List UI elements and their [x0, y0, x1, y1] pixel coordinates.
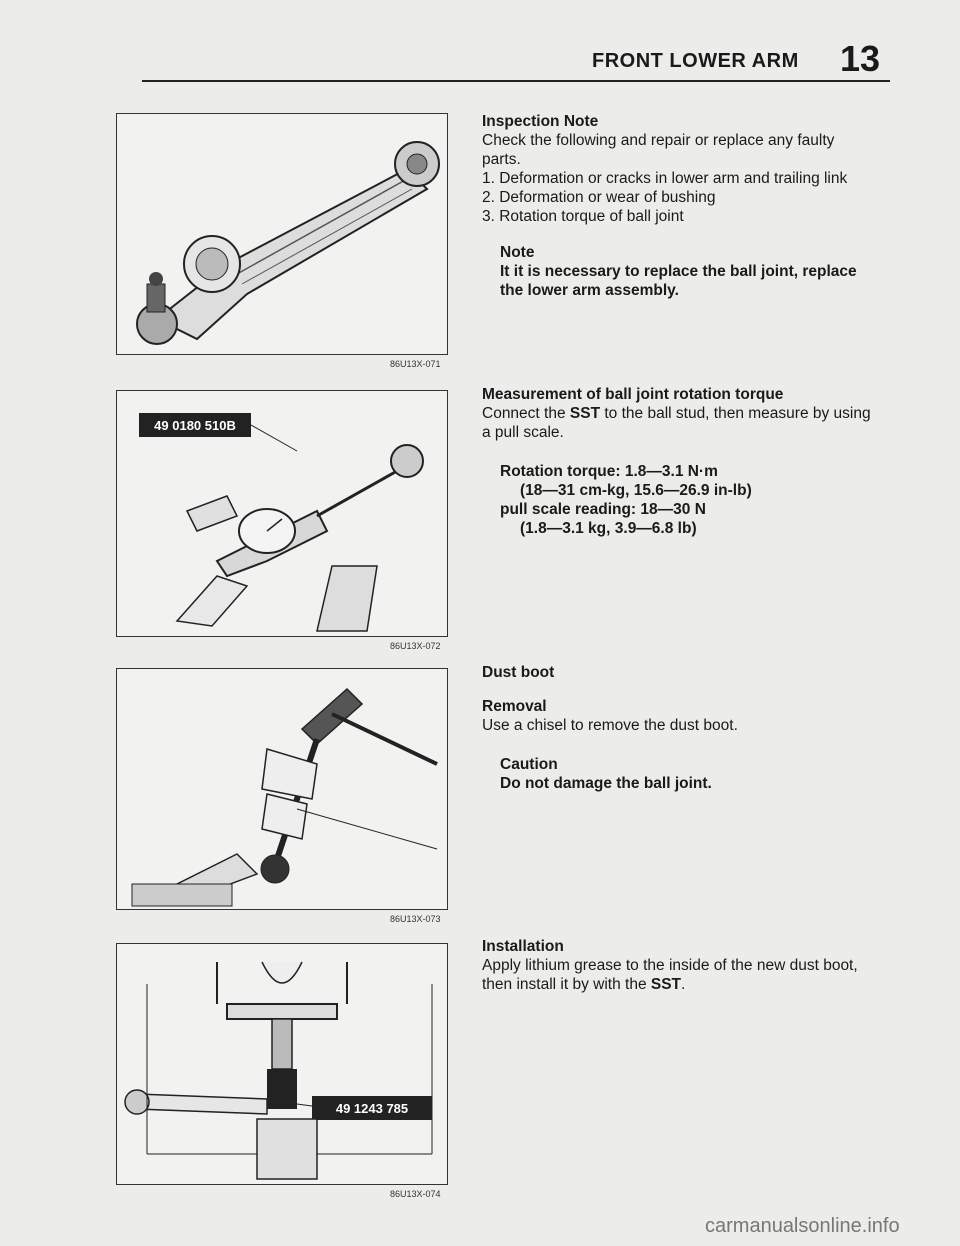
torque-measurement-illustration: 49 0180 510B [139, 413, 424, 632]
section-number: 13 [840, 38, 881, 79]
removal-section: Removal Use a chisel to remove the dust … [482, 697, 872, 735]
tool-label-785: 49 1243 785 [336, 1101, 408, 1116]
caution-text: Do not damage the ball joint. [500, 775, 712, 792]
measurement-section: Measurement of ball joint rotation torqu… [482, 385, 872, 442]
removal-text: Use a chisel to remove the dust boot. [482, 717, 738, 734]
figure-torque-measurement: 49 0180 510B [116, 390, 448, 637]
installation-section: Installation Apply lithium grease to the… [482, 937, 872, 994]
inspection-intro: Check the following and repair or replac… [482, 132, 835, 168]
page-header: FRONT LOWER ARM 13 [0, 0, 960, 82]
caution-heading: Caution [500, 756, 558, 773]
measurement-spec: Rotation torque: 1.8—3.1 N·m (18—31 cm-k… [500, 462, 880, 538]
page-title: FRONT LOWER ARM [592, 50, 799, 72]
installation-heading: Installation [482, 938, 564, 955]
note-text: It it is necessary to replace the ball j… [500, 263, 857, 299]
figure-code: 86U13X-071 [390, 359, 441, 369]
footer-watermark: carmanualsonline.info [705, 1215, 900, 1237]
dust-boot-section: Dust boot [482, 663, 872, 682]
inspection-item: 3. Rotation torque of ball joint [482, 208, 684, 225]
chisel-removal-illustration [131, 687, 438, 907]
caution-block: Caution Do not damage the ball joint. [500, 755, 880, 793]
spec-line: Rotation torque: 1.8—3.1 N·m [500, 463, 718, 480]
dust-boot-heading: Dust boot [482, 664, 555, 681]
inspection-heading: Inspection Note [482, 113, 599, 130]
inspection-section: Inspection Note Check the following and … [482, 112, 872, 226]
lower-arm-illustration [136, 141, 440, 345]
spec-line: (18—31 cm-kg, 15.6—26.9 in-lb) [520, 482, 752, 499]
inspection-note: Note It it is necessary to replace the b… [500, 243, 880, 300]
measurement-text: Connect the SST to the ball stud, then m… [482, 405, 871, 441]
figure-dust-boot-removal [116, 668, 448, 910]
installation-illustration: 49 1243 785 [124, 961, 433, 1180]
spec-line: (1.8—3.1 kg, 3.9—6.8 lb) [520, 520, 697, 537]
note-heading: Note [500, 244, 535, 261]
installation-text: Apply lithium grease to the inside of th… [482, 957, 858, 993]
measurement-heading: Measurement of ball joint rotation torqu… [482, 386, 784, 403]
header-rule [142, 80, 890, 82]
figure-code: 86U13X-072 [390, 641, 441, 651]
removal-heading: Removal [482, 698, 547, 715]
figure-lower-arm [116, 113, 448, 355]
figure-dust-boot-installation: 49 1243 785 [116, 943, 448, 1185]
figure-code: 86U13X-073 [390, 914, 441, 924]
spec-line: pull scale reading: 18—30 N [500, 501, 706, 518]
figure-code: 86U13X-074 [390, 1189, 441, 1199]
inspection-item: 1. Deformation or cracks in lower arm an… [482, 170, 848, 187]
tool-label-510b: 49 0180 510B [154, 418, 236, 433]
inspection-item: 2. Deformation or wear of bushing [482, 189, 716, 206]
